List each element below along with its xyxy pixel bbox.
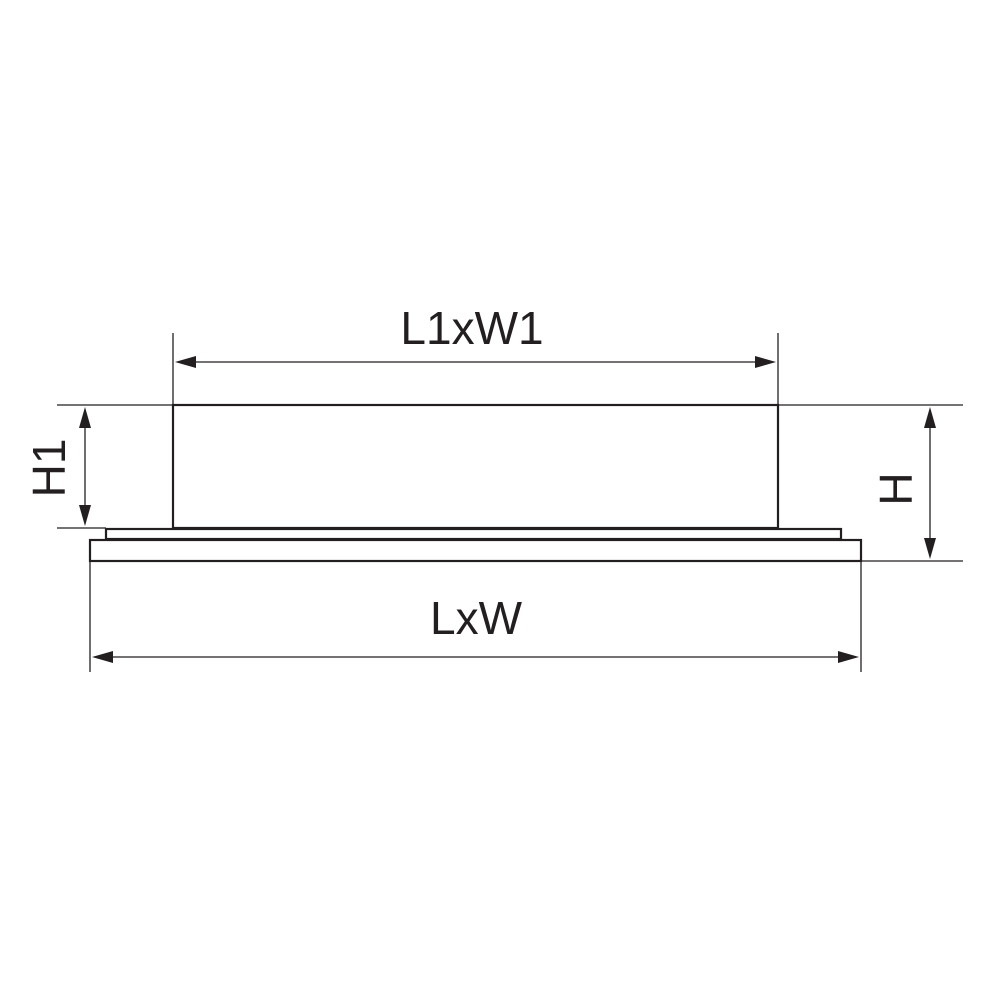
upper-body-outline [171,403,780,530]
arrow-up-icon [924,407,936,428]
middle-flange-outline [104,527,843,541]
arrow-down-icon [924,538,936,559]
bottom-plate-outline [88,538,863,563]
dimension-upper-height [79,407,91,526]
arrow-left-icon [175,356,196,368]
arrow-down-icon [79,505,91,526]
label-top-width: L1xW1 [400,302,543,354]
dimension-total-height [924,407,936,559]
label-bottom-width: LxW [430,592,523,644]
arrow-left-icon [92,651,113,663]
dimension-bottom-width [92,651,859,663]
arrow-right-icon [838,651,859,663]
arrow-right-icon [755,356,776,368]
label-total-height: H [870,472,922,505]
dimension-top-width [175,356,776,368]
label-upper-height: H1 [23,439,75,498]
arrow-up-icon [79,407,91,428]
